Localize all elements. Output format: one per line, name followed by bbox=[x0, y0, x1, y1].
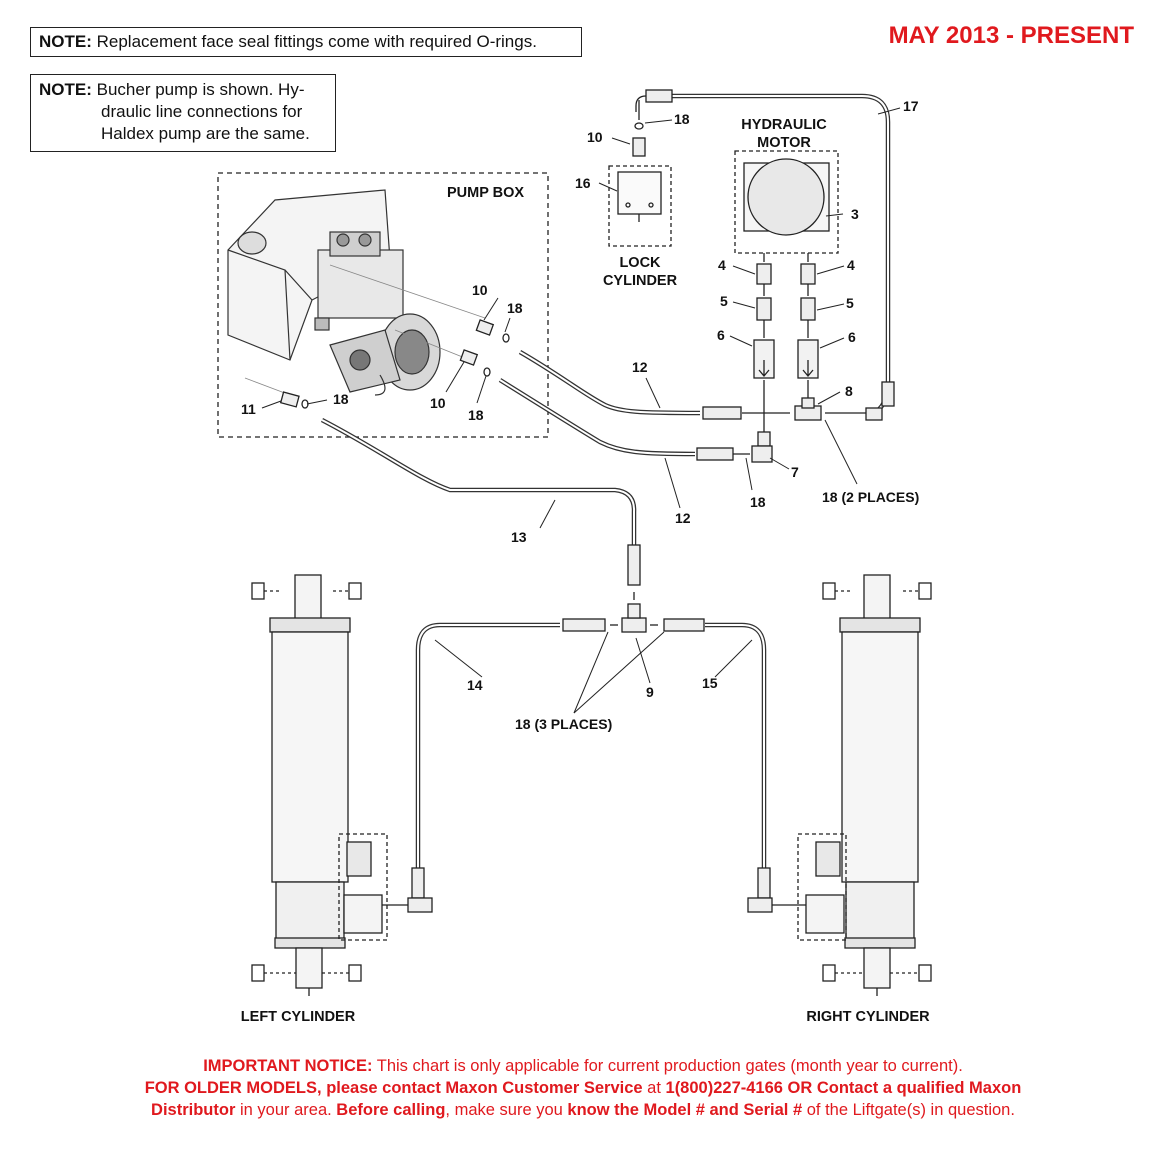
callout-18-lower: 18 bbox=[468, 407, 484, 423]
callout-13: 13 bbox=[511, 529, 527, 545]
callout-18-three-places: 18 (3 PLACES) bbox=[515, 716, 612, 732]
callout-5-right: 5 bbox=[846, 295, 854, 311]
callout-14: 14 bbox=[467, 677, 483, 693]
hydraulic-motor-label-2: MOTOR bbox=[757, 135, 811, 151]
callout-16: 16 bbox=[575, 175, 591, 191]
callout-10-upper: 10 bbox=[472, 282, 488, 298]
callout-12-lower: 12 bbox=[675, 510, 691, 526]
fitting-10-lower bbox=[459, 349, 491, 377]
callout-4-right: 4 bbox=[847, 257, 855, 273]
right-cylinder-label: RIGHT CYLINDER bbox=[806, 1009, 930, 1025]
note2-line3: Haldex pump are the same. bbox=[101, 124, 310, 143]
pump-box-frame bbox=[217, 172, 549, 438]
lock-cylinder-body bbox=[617, 171, 662, 215]
leader-lines bbox=[261, 107, 901, 714]
notice-heading: IMPORTANT NOTICE: bbox=[203, 1057, 373, 1075]
notice-distributor: Distributor bbox=[151, 1101, 236, 1119]
callout-12-upper: 12 bbox=[632, 359, 648, 375]
note2-label: NOTE: bbox=[39, 80, 92, 99]
note-pump: NOTE: Bucher pump is shown. Hy- draulic … bbox=[30, 74, 336, 152]
left-cylinder-drawing bbox=[251, 574, 408, 996]
callout-6-right: 6 bbox=[848, 329, 856, 345]
notice-phone: 1(800)227-4166 OR Contact a qualified Ma… bbox=[665, 1079, 1022, 1097]
callout-10-lower: 10 bbox=[430, 395, 446, 411]
notice-in-your-area: in your area. bbox=[239, 1101, 332, 1119]
hose-12-lower-end bbox=[696, 447, 734, 461]
note2-line1: Bucher pump is shown. Hy- bbox=[96, 80, 305, 99]
notice-at: at bbox=[647, 1079, 661, 1097]
left-cylinder-label: LEFT CYLINDER bbox=[241, 1009, 356, 1025]
callout-6-left: 6 bbox=[717, 327, 725, 343]
callout-18-lock: 18 bbox=[674, 111, 690, 127]
note1-text: Replacement face seal fittings come with… bbox=[96, 32, 537, 51]
fitting-10-lock bbox=[632, 100, 646, 157]
fitting-stack-left bbox=[753, 263, 775, 445]
fitting-10-upper bbox=[475, 319, 510, 343]
callout-18-two-places: 18 (2 PLACES) bbox=[822, 489, 919, 505]
note1-label: NOTE: bbox=[39, 32, 92, 51]
right-cylinder-drawing bbox=[772, 574, 932, 996]
callout-18-pump: 18 bbox=[333, 391, 349, 407]
callout-11: 11 bbox=[241, 401, 256, 417]
callout-8: 8 bbox=[845, 383, 853, 399]
notice-liftgate: of the Liftgate(s) in question. bbox=[806, 1101, 1015, 1119]
notice-line-1: IMPORTANT NOTICE: This chart is only app… bbox=[0, 1055, 1166, 1077]
callout-3: 3 bbox=[851, 206, 859, 222]
pump-box-label: PUMP BOX bbox=[447, 185, 524, 201]
important-notice: IMPORTANT NOTICE: This chart is only app… bbox=[0, 1055, 1166, 1121]
tee-fitting-9 bbox=[610, 592, 658, 633]
notice-older-models: FOR OLDER MODELS, please contact Maxon C… bbox=[144, 1079, 643, 1097]
hose-12-lower bbox=[498, 378, 696, 457]
notice-make-sure: , make sure you bbox=[445, 1101, 563, 1119]
pump-assembly-drawing bbox=[227, 189, 441, 396]
hydraulic-motor-frame bbox=[734, 150, 839, 254]
notice-line-3: Distributor in your area. Before calling… bbox=[0, 1099, 1166, 1121]
hose-14 bbox=[415, 622, 560, 870]
hose-12-upper-end bbox=[702, 406, 742, 420]
callout-10-lock: 10 bbox=[587, 129, 603, 145]
fitting-stack-right bbox=[797, 263, 819, 398]
hose-13 bbox=[320, 418, 637, 545]
callout-17: 17 bbox=[903, 98, 919, 114]
notice-model-serial: know the Model # and Serial # bbox=[567, 1101, 803, 1119]
callout-9: 9 bbox=[646, 684, 654, 700]
notice-line-2: FOR OLDER MODELS, please contact Maxon C… bbox=[0, 1077, 1166, 1099]
callout-15: 15 bbox=[702, 675, 718, 691]
callout-4-left: 4 bbox=[718, 257, 726, 273]
hose-13-end bbox=[627, 544, 641, 586]
lock-cylinder-label-2: CYLINDER bbox=[603, 273, 678, 289]
callout-5-left: 5 bbox=[720, 293, 728, 309]
note2-line2: draulic line connections for bbox=[101, 102, 303, 121]
note-face-seal: NOTE: Replacement face seal fittings com… bbox=[30, 27, 582, 57]
lock-cylinder-label-1: LOCK bbox=[619, 255, 661, 271]
tee-fitting-8 bbox=[742, 397, 866, 421]
elbow-fitting-7 bbox=[733, 431, 773, 463]
notice-text-1: This chart is only applicable for curren… bbox=[376, 1057, 963, 1075]
hydraulic-motor-label-1: HYDRAULIC bbox=[741, 117, 827, 133]
callout-18-elbow: 18 bbox=[750, 494, 766, 510]
hose-15 bbox=[705, 622, 767, 870]
notice-before-calling: Before calling bbox=[336, 1101, 446, 1119]
hose-12-upper bbox=[518, 350, 701, 416]
lock-cylinder-frame bbox=[608, 165, 672, 247]
callout-18-upper: 18 bbox=[507, 300, 523, 316]
fitting-11 bbox=[279, 391, 309, 409]
callout-7: 7 bbox=[791, 464, 799, 480]
date-range-title: MAY 2013 - PRESENT bbox=[888, 22, 1134, 49]
